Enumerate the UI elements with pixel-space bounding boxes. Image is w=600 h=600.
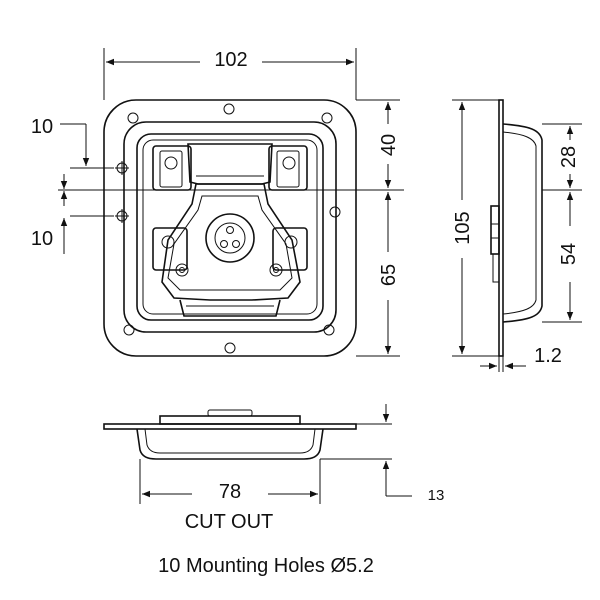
recess-floor	[136, 133, 324, 321]
cut-out-caption: CUT OUT	[185, 511, 274, 533]
lower-height-label: 65	[378, 264, 400, 286]
lower-pocket-right	[272, 227, 308, 271]
mounting-holes-caption: 10 Mounting Holes Ø5.2	[158, 555, 374, 577]
rivet	[269, 263, 283, 277]
handle-lip	[179, 299, 281, 317]
side-upper-label: 28	[558, 146, 580, 168]
hinge-pocket-left	[152, 145, 192, 191]
recess-rim	[123, 121, 337, 333]
side-lower-label: 54	[558, 243, 580, 265]
side-dimensions: 105 28 54 1.2	[452, 99, 582, 372]
mounting-hole	[224, 342, 236, 354]
cutout-width-label: 78	[219, 481, 241, 503]
mounting-hole	[123, 324, 135, 336]
lower-pocket-left	[152, 227, 188, 271]
outer-plate	[103, 99, 357, 357]
mounting-hole	[321, 112, 333, 124]
hole-offset-top-label: 10	[31, 116, 53, 138]
hinge-plate	[187, 143, 273, 185]
bottom-latch-profile	[159, 415, 301, 425]
thickness-label: 1.2	[534, 345, 562, 367]
mounting-hole	[323, 324, 335, 336]
bottom-view	[103, 409, 357, 460]
side-recess	[502, 123, 543, 323]
side-view	[490, 99, 543, 357]
latch-body	[161, 183, 301, 301]
mounting-hole	[127, 112, 139, 124]
overall-width-label: 102	[214, 49, 247, 71]
total-height-label: 105	[452, 211, 474, 244]
mounting-holes	[115, 103, 341, 354]
mounting-hole	[223, 103, 235, 115]
side-latch-profile	[490, 205, 500, 255]
front-view	[103, 99, 357, 357]
front-dimensions: 102 40 65 10 10	[31, 48, 404, 357]
bottom-recess	[136, 428, 324, 460]
hinge-pocket-right	[268, 145, 308, 191]
rivet	[175, 263, 189, 277]
hole-offset-bottom-label: 10	[31, 228, 53, 250]
depth-label: 13	[428, 487, 445, 504]
lock-cylinder	[205, 213, 255, 263]
bottom-dimensions: 78 13	[139, 404, 445, 504]
mounting-hole	[329, 206, 341, 218]
upper-height-label: 40	[378, 134, 400, 156]
